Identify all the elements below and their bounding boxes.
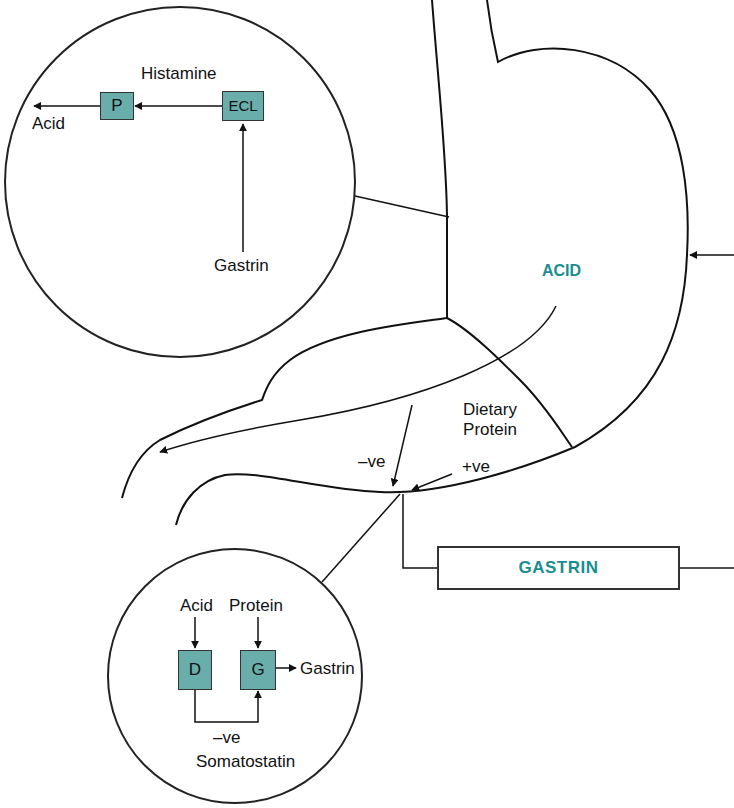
hormone-box: GASTRIN — [437, 546, 680, 590]
node-text: ECL — [228, 97, 257, 114]
node-text: Gastrin — [214, 256, 269, 276]
node-text: Gastrin — [300, 659, 355, 679]
connector-label: Histamine — [139, 64, 219, 84]
gastrin-wire — [680, 567, 734, 569]
node-text: P — [111, 96, 122, 116]
antrum-boundary — [447, 318, 572, 447]
cell-box: P — [100, 92, 134, 120]
signal-connector — [195, 690, 258, 722]
node-text: G — [251, 660, 264, 680]
leader-line — [322, 494, 400, 582]
gastrin-wire — [403, 494, 437, 568]
stomach-greater-curvature — [176, 0, 688, 525]
annotation-label: +ve — [462, 457, 490, 477]
protein-stimulate-arrow — [412, 474, 452, 490]
gastrin-arrow — [242, 124, 244, 252]
connector-label: –ve — [211, 728, 242, 748]
node-text: Acid — [180, 596, 213, 616]
annotation-label: Dietary Protein — [452, 400, 528, 439]
acid-arrow — [34, 105, 100, 107]
inset-circle: AcidGastrin P ECL — [4, 6, 356, 358]
annotation-label: –ve — [358, 452, 385, 472]
gastrin-arrow — [276, 667, 296, 669]
protein-arrow — [257, 617, 259, 648]
gastrin-to-stomach-arrow — [690, 254, 734, 256]
region-label: ACID — [542, 262, 581, 280]
node-text: Protein — [229, 596, 283, 616]
node-text: Acid — [32, 114, 65, 134]
inset-circle: Acid ProteinGastrinSomatostatin D G — [107, 548, 363, 804]
signal-connector — [135, 105, 222, 107]
cell-box: D — [178, 650, 212, 690]
node-text: GASTRIN — [519, 558, 599, 578]
cell-box: G — [240, 650, 276, 690]
acid-arrow — [194, 617, 196, 648]
acid-inhibit-arrow — [393, 405, 412, 486]
leader-line — [355, 196, 449, 217]
node-text: D — [189, 660, 201, 680]
cell-box: ECL — [222, 91, 264, 121]
acid-flow-arrow — [160, 306, 556, 452]
node-text: Somatostatin — [196, 752, 295, 772]
